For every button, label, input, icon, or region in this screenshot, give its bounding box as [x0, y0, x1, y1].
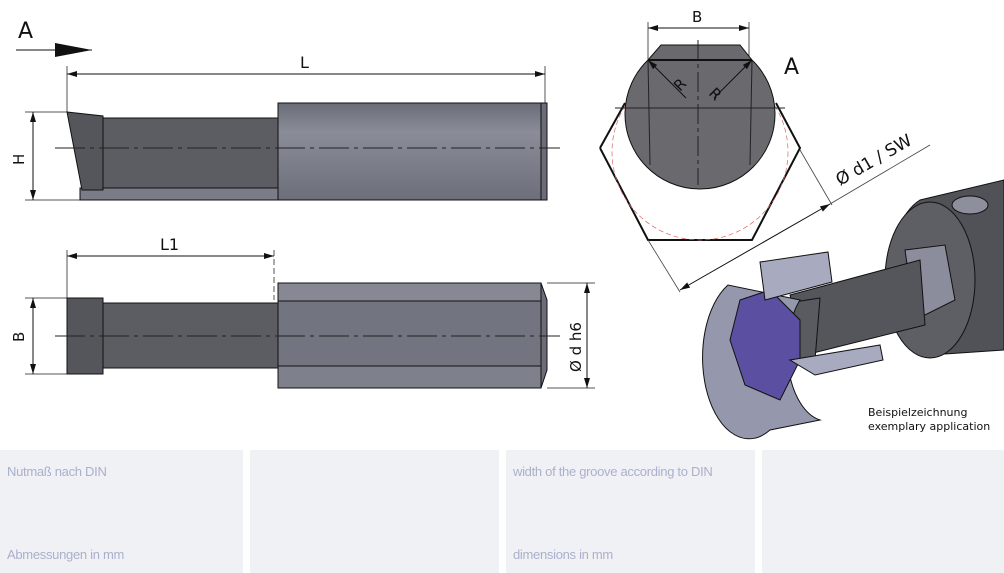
- dim-b-end: B: [692, 8, 702, 26]
- dim-h: H: [10, 154, 28, 165]
- groove-label-en: width of the groove according to DIN: [513, 464, 713, 479]
- view-label-a: A: [18, 19, 33, 44]
- info-panel-en-left: width of the groove according to DIN dim…: [506, 450, 755, 573]
- end-view: B R R A Ø d1 / SW: [599, 8, 931, 293]
- info-panel-de-right: [250, 450, 499, 573]
- info-panel-en-right: [762, 450, 1004, 573]
- dim-d-h6: Ø d h6: [567, 322, 585, 372]
- caption-en: exemplary application: [868, 420, 990, 433]
- view-label-a-end: A: [784, 55, 799, 80]
- dim-b-side: B: [10, 332, 28, 342]
- dim-l1: L1: [160, 235, 179, 254]
- dim-l: L: [300, 53, 309, 72]
- caption-de: Beispielzeichnung: [868, 406, 967, 419]
- exemplary-application-illustration: Beispielzeichnung exemplary application: [702, 179, 1004, 440]
- tool-side-view: L H: [10, 53, 560, 201]
- view-arrow-icon: [55, 43, 92, 57]
- tool-top-view: L1 B Ø d h6: [10, 235, 595, 389]
- groove-label-de: Nutmaß nach DIN: [7, 464, 107, 479]
- dimensions-label-de: Abmessungen in mm: [7, 547, 125, 562]
- technical-drawing: A L H L1 B Ø d h6: [10, 8, 1004, 440]
- dimensions-label-en: dimensions in mm: [513, 547, 613, 562]
- info-panel-de-left: Nutmaß nach DIN Abmessungen in mm: [0, 450, 243, 573]
